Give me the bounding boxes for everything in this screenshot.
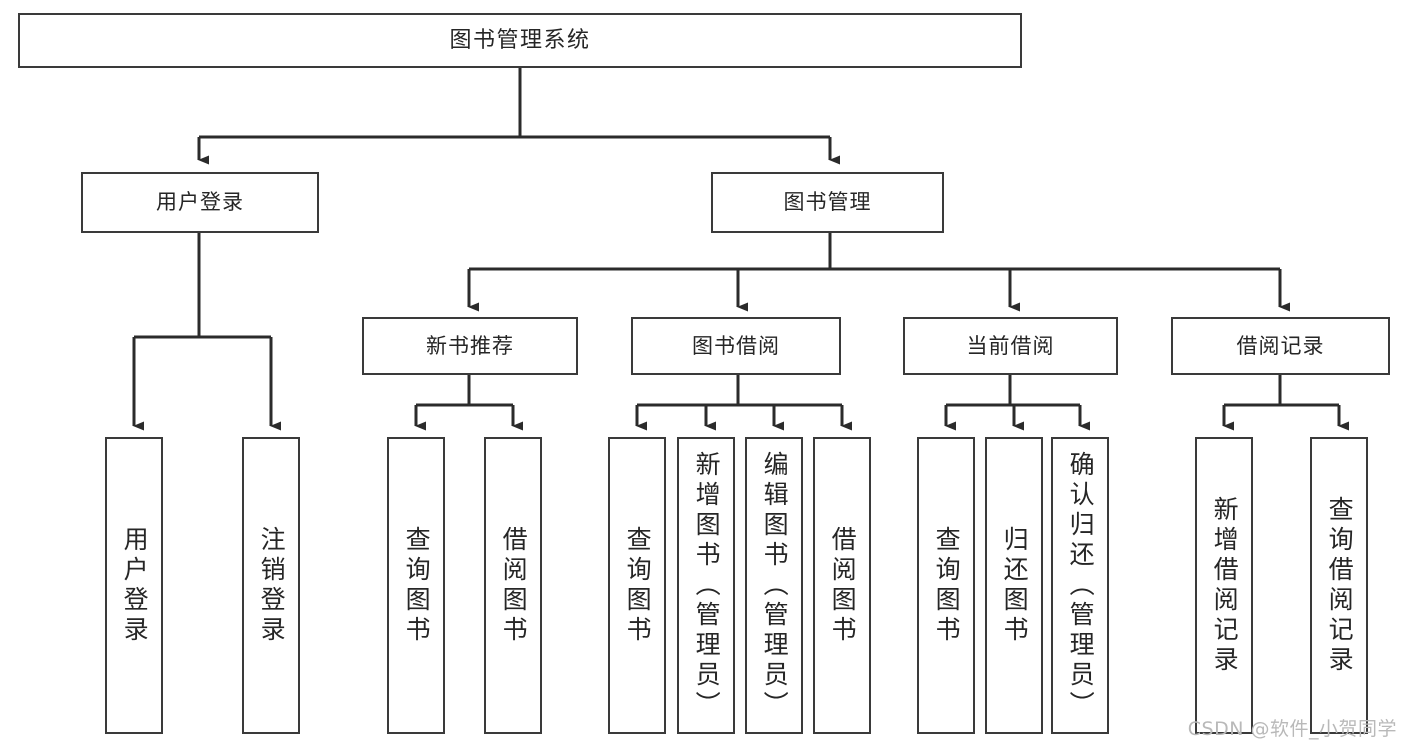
node-label: 借阅图书 xyxy=(499,525,529,646)
node-label: 新增借阅记录 xyxy=(1210,495,1240,676)
node-label: 用户登录 xyxy=(120,525,150,646)
node-label: 编辑图书（管理员） xyxy=(760,450,790,721)
node-label: 查询图书 xyxy=(932,525,962,646)
node-leaf-query-book-3[interactable]: 查询图书 xyxy=(917,437,975,734)
node-leaf-borrow-book-2[interactable]: 借阅图书 xyxy=(813,437,871,734)
node-leaf-return-book[interactable]: 归还图书 xyxy=(985,437,1043,734)
node-leaf-query-book-2[interactable]: 查询图书 xyxy=(608,437,666,734)
node-leaf-add-book[interactable]: 新增图书（管理员） xyxy=(677,437,735,734)
node-label: 当前借阅 xyxy=(966,333,1055,358)
node-label: 图书借阅 xyxy=(692,333,780,358)
node-root-system[interactable]: 图书管理系统 xyxy=(18,13,1022,68)
node-leaf-query-book-1[interactable]: 查询图书 xyxy=(387,437,445,734)
node-book-manage[interactable]: 图书管理 xyxy=(711,172,944,233)
node-label: 归还图书 xyxy=(1000,525,1030,646)
node-leaf-user-login[interactable]: 用户登录 xyxy=(105,437,163,734)
node-label: 查询图书 xyxy=(623,525,653,646)
node-new-book-recommend[interactable]: 新书推荐 xyxy=(362,317,578,375)
node-label: 查询图书 xyxy=(402,525,432,646)
node-current-borrow[interactable]: 当前借阅 xyxy=(903,317,1118,375)
node-leaf-edit-book[interactable]: 编辑图书（管理员） xyxy=(745,437,803,734)
node-leaf-add-record[interactable]: 新增借阅记录 xyxy=(1195,437,1253,734)
node-label: 借阅图书 xyxy=(828,525,858,646)
node-borrow-record[interactable]: 借阅记录 xyxy=(1171,317,1390,375)
node-leaf-borrow-book-1[interactable]: 借阅图书 xyxy=(484,437,542,734)
node-label: 图书管理 xyxy=(783,190,872,215)
node-leaf-confirm-return[interactable]: 确认归还（管理员） xyxy=(1051,437,1109,734)
node-book-borrow[interactable]: 图书借阅 xyxy=(631,317,841,375)
node-leaf-query-record[interactable]: 查询借阅记录 xyxy=(1310,437,1368,734)
node-label: 注销登录 xyxy=(257,525,287,646)
node-label: 查询借阅记录 xyxy=(1325,495,1355,676)
node-label: 新书推荐 xyxy=(426,333,514,358)
node-label: 图书管理系统 xyxy=(449,27,591,53)
node-user-login[interactable]: 用户登录 xyxy=(81,172,319,233)
node-label: 借阅记录 xyxy=(1236,333,1325,358)
node-label: 确认归还（管理员） xyxy=(1066,450,1096,721)
node-label: 新增图书（管理员） xyxy=(692,450,722,721)
node-leaf-user-logout[interactable]: 注销登录 xyxy=(242,437,300,734)
csdn-watermark: CSDN @软件_小贺同学 xyxy=(1187,718,1397,740)
node-label: 用户登录 xyxy=(156,190,244,215)
